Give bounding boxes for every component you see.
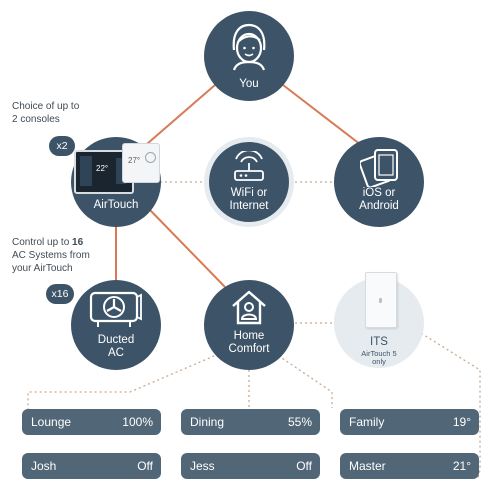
you-label: You bbox=[239, 78, 259, 90]
ducted-ac-node: Ducted AC bbox=[71, 280, 161, 370]
ducted-ac-unit-icon bbox=[89, 291, 142, 327]
ios-android-node: iOS or Android bbox=[334, 137, 424, 227]
zone-name: Master bbox=[349, 459, 386, 473]
zone-value: 55% bbox=[287, 415, 312, 429]
its-sublabel: AirTouch 5 only bbox=[361, 349, 397, 366]
zone-pill-jess[interactable]: Jess Off bbox=[181, 453, 320, 479]
wifi-node: WiFi or Internet bbox=[204, 137, 294, 227]
home-comfort-label: Home Comfort bbox=[228, 330, 270, 355]
phone-tablet-icon bbox=[360, 149, 398, 187]
its-label: ITS bbox=[370, 336, 388, 348]
zone-value: 100% bbox=[122, 415, 153, 429]
zone-name: Family bbox=[349, 415, 385, 429]
zone-name: Dining bbox=[190, 415, 225, 429]
line-home-right bbox=[269, 349, 333, 408]
zone-pill-family[interactable]: Family 19° bbox=[340, 409, 479, 435]
line-airtouch-home bbox=[149, 209, 226, 288]
zone-pill-dining[interactable]: Dining 55% bbox=[181, 409, 320, 435]
zone-value: Off bbox=[137, 459, 153, 473]
zone-name: Lounge bbox=[31, 415, 72, 429]
home-person-icon bbox=[232, 290, 266, 325]
its-wall-panel bbox=[365, 272, 397, 328]
consoles-count-badge: x2 bbox=[49, 136, 75, 156]
ios-android-label: iOS or Android bbox=[359, 187, 399, 212]
line-you-airtouch bbox=[139, 84, 216, 151]
user-face-icon bbox=[232, 23, 266, 71]
zone-value: Off bbox=[296, 459, 312, 473]
systems-count-badge: x16 bbox=[46, 284, 74, 304]
wifi-label: WiFi or Internet bbox=[229, 187, 269, 212]
console-tablet-light: 27° bbox=[122, 143, 160, 183]
zone-pill-josh[interactable]: Josh Off bbox=[22, 453, 161, 479]
console-screen-temp: 22° bbox=[96, 164, 109, 173]
you-node: You bbox=[204, 11, 294, 101]
console-screen-temp-2: 27° bbox=[128, 156, 141, 165]
line-you-ios bbox=[282, 84, 366, 149]
airtouch-label: AirTouch bbox=[93, 199, 139, 211]
consoles-note: Choice of up to 2 consoles bbox=[12, 101, 80, 125]
zone-pill-lounge[interactable]: Lounge 100% bbox=[22, 409, 161, 435]
zone-value: 19° bbox=[452, 415, 471, 429]
home-comfort-node: Home Comfort bbox=[204, 280, 294, 370]
systems-note: Control up to 16 AC Systems from your Ai… bbox=[12, 237, 90, 274]
zone-name: Josh bbox=[31, 459, 57, 473]
zone-pill-master[interactable]: Master 21° bbox=[340, 453, 479, 479]
zone-name: Jess bbox=[190, 459, 215, 473]
zone-value: 21° bbox=[452, 459, 471, 473]
router-icon bbox=[234, 151, 264, 181]
ducted-ac-label: Ducted AC bbox=[97, 334, 135, 359]
